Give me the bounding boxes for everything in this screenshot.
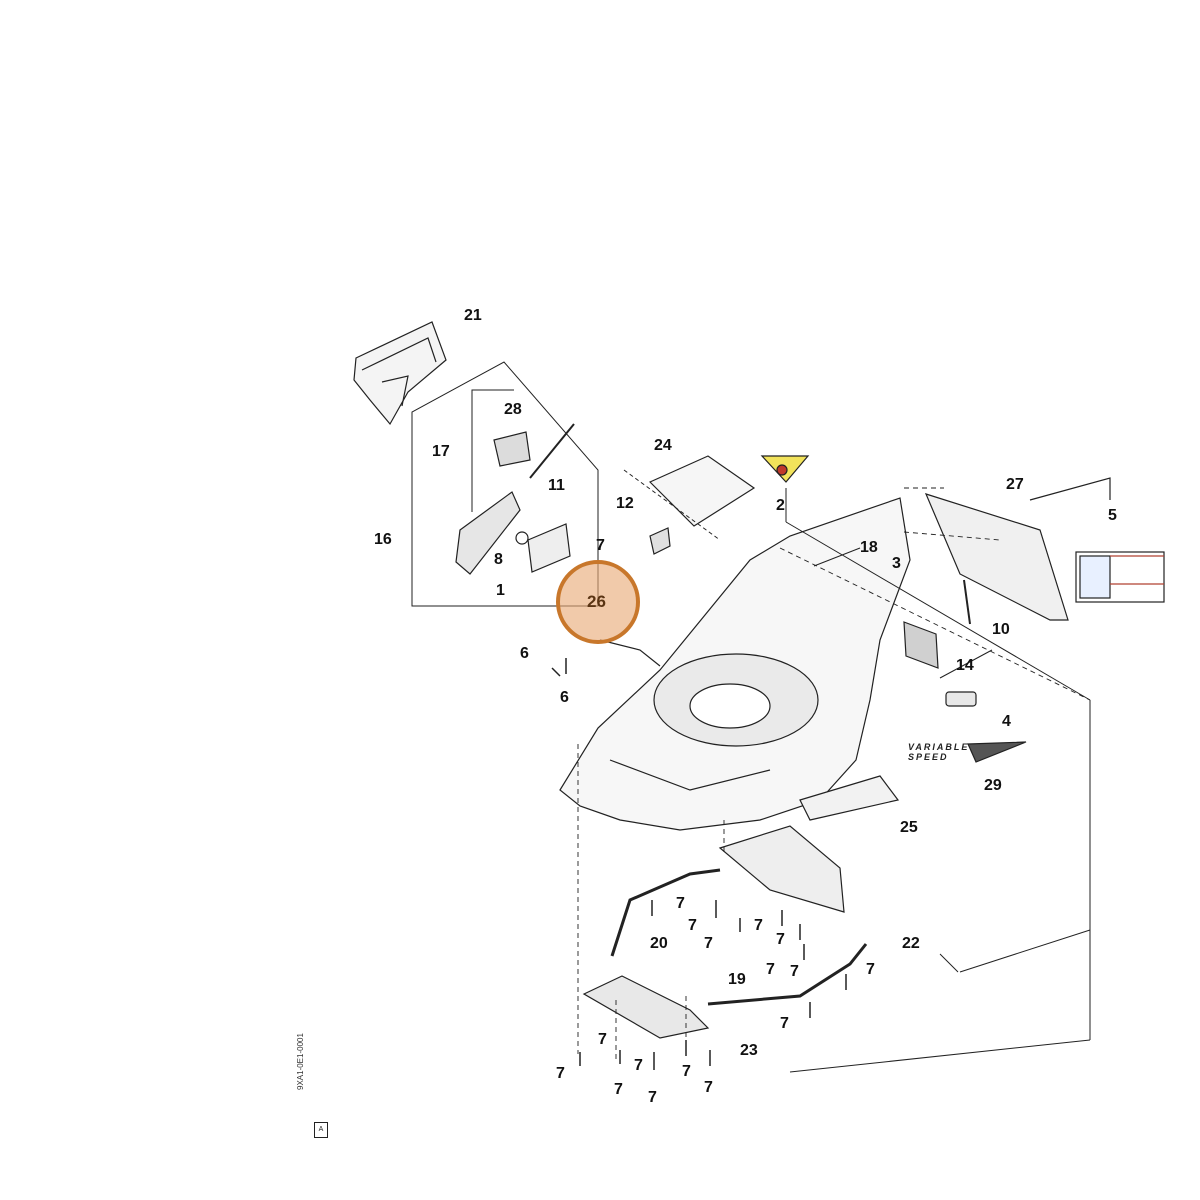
part-17-housing bbox=[455, 491, 521, 575]
callout-7-j[interactable]: 7 bbox=[780, 1015, 789, 1032]
part-22-cover bbox=[718, 825, 845, 913]
callout-22[interactable]: 22 bbox=[902, 935, 920, 952]
side-code: 9XA1-0E1-0001 bbox=[296, 1033, 305, 1090]
part-21-deflector bbox=[353, 321, 447, 426]
callout-10[interactable]: 10 bbox=[992, 621, 1010, 638]
group-17-bracket bbox=[471, 389, 514, 512]
callout-8[interactable]: 8 bbox=[494, 551, 503, 568]
callout-7-l[interactable]: 7 bbox=[556, 1065, 565, 1082]
part-23-bracket bbox=[582, 975, 710, 1039]
callout-24[interactable]: 24 bbox=[654, 437, 672, 454]
part-24-plate bbox=[648, 455, 756, 527]
callout-7-g[interactable]: 7 bbox=[766, 961, 775, 978]
callout-29[interactable]: 29 bbox=[984, 777, 1002, 794]
callout-7-c[interactable]: 7 bbox=[688, 917, 697, 934]
callout-7-p[interactable]: 7 bbox=[704, 1079, 713, 1096]
callout-25[interactable]: 25 bbox=[900, 819, 918, 836]
callout-7-h[interactable]: 7 bbox=[790, 963, 799, 980]
callout-4[interactable]: 4 bbox=[1002, 713, 1011, 730]
part-4-badge bbox=[945, 691, 977, 707]
callout-12[interactable]: 12 bbox=[616, 495, 634, 512]
side-tag: A bbox=[314, 1122, 328, 1138]
part-10-spring bbox=[963, 579, 971, 625]
part-27-cover bbox=[924, 493, 1069, 621]
part-25-strip bbox=[799, 775, 900, 821]
part-14-grille bbox=[903, 621, 939, 669]
part-11-rod bbox=[529, 423, 575, 479]
highlight-circle-26[interactable] bbox=[556, 560, 640, 644]
callout-7-i[interactable]: 7 bbox=[866, 961, 875, 978]
callout-7-n[interactable]: 7 bbox=[648, 1089, 657, 1106]
callout-17[interactable]: 17 bbox=[432, 443, 450, 460]
part-29-decal bbox=[967, 741, 1027, 763]
callout-2[interactable]: 2 bbox=[776, 497, 785, 514]
callout-20[interactable]: 20 bbox=[650, 935, 668, 952]
callout-7-upper[interactable]: 7 bbox=[596, 537, 605, 554]
callout-23[interactable]: 23 bbox=[740, 1042, 758, 1059]
decal-variable-line2: SPEED bbox=[908, 752, 949, 762]
callout-7-b[interactable]: 7 bbox=[676, 895, 685, 912]
callout-1[interactable]: 1 bbox=[496, 582, 505, 599]
decal-variable-line1: VARIABLE bbox=[908, 742, 970, 752]
part-12-clip bbox=[649, 527, 671, 555]
callout-3[interactable]: 3 bbox=[892, 555, 901, 572]
callout-27[interactable]: 27 bbox=[1006, 476, 1024, 493]
callout-16[interactable]: 16 bbox=[374, 531, 392, 548]
callout-14[interactable]: 14 bbox=[956, 657, 974, 674]
callout-7-f[interactable]: 7 bbox=[776, 931, 785, 948]
callout-5[interactable]: 5 bbox=[1108, 507, 1117, 524]
part-28-spring bbox=[493, 431, 531, 467]
callout-19[interactable]: 19 bbox=[728, 971, 746, 988]
callout-7-d[interactable]: 7 bbox=[704, 935, 713, 952]
callout-7-k[interactable]: 7 bbox=[598, 1031, 607, 1048]
callout-7-e[interactable]: 7 bbox=[754, 917, 763, 934]
callout-6-left[interactable]: 6 bbox=[520, 645, 529, 662]
callout-28[interactable]: 28 bbox=[504, 401, 522, 418]
callout-18[interactable]: 18 bbox=[860, 539, 878, 556]
callout-7-m[interactable]: 7 bbox=[614, 1081, 623, 1098]
highlight-label-26: 26 bbox=[587, 592, 606, 611]
part-20-strap bbox=[610, 868, 721, 957]
part-19-strap bbox=[707, 943, 868, 1006]
part-1-plate bbox=[527, 523, 571, 573]
callout-6-lower[interactable]: 6 bbox=[560, 689, 569, 706]
decal-variable-speed: VARIABLE SPEED bbox=[908, 742, 969, 762]
callout-7-q[interactable]: 7 bbox=[634, 1057, 643, 1074]
callout-7-o[interactable]: 7 bbox=[682, 1063, 691, 1080]
callout-11[interactable]: 11 bbox=[548, 477, 565, 494]
callout-21[interactable]: 21 bbox=[464, 307, 482, 324]
